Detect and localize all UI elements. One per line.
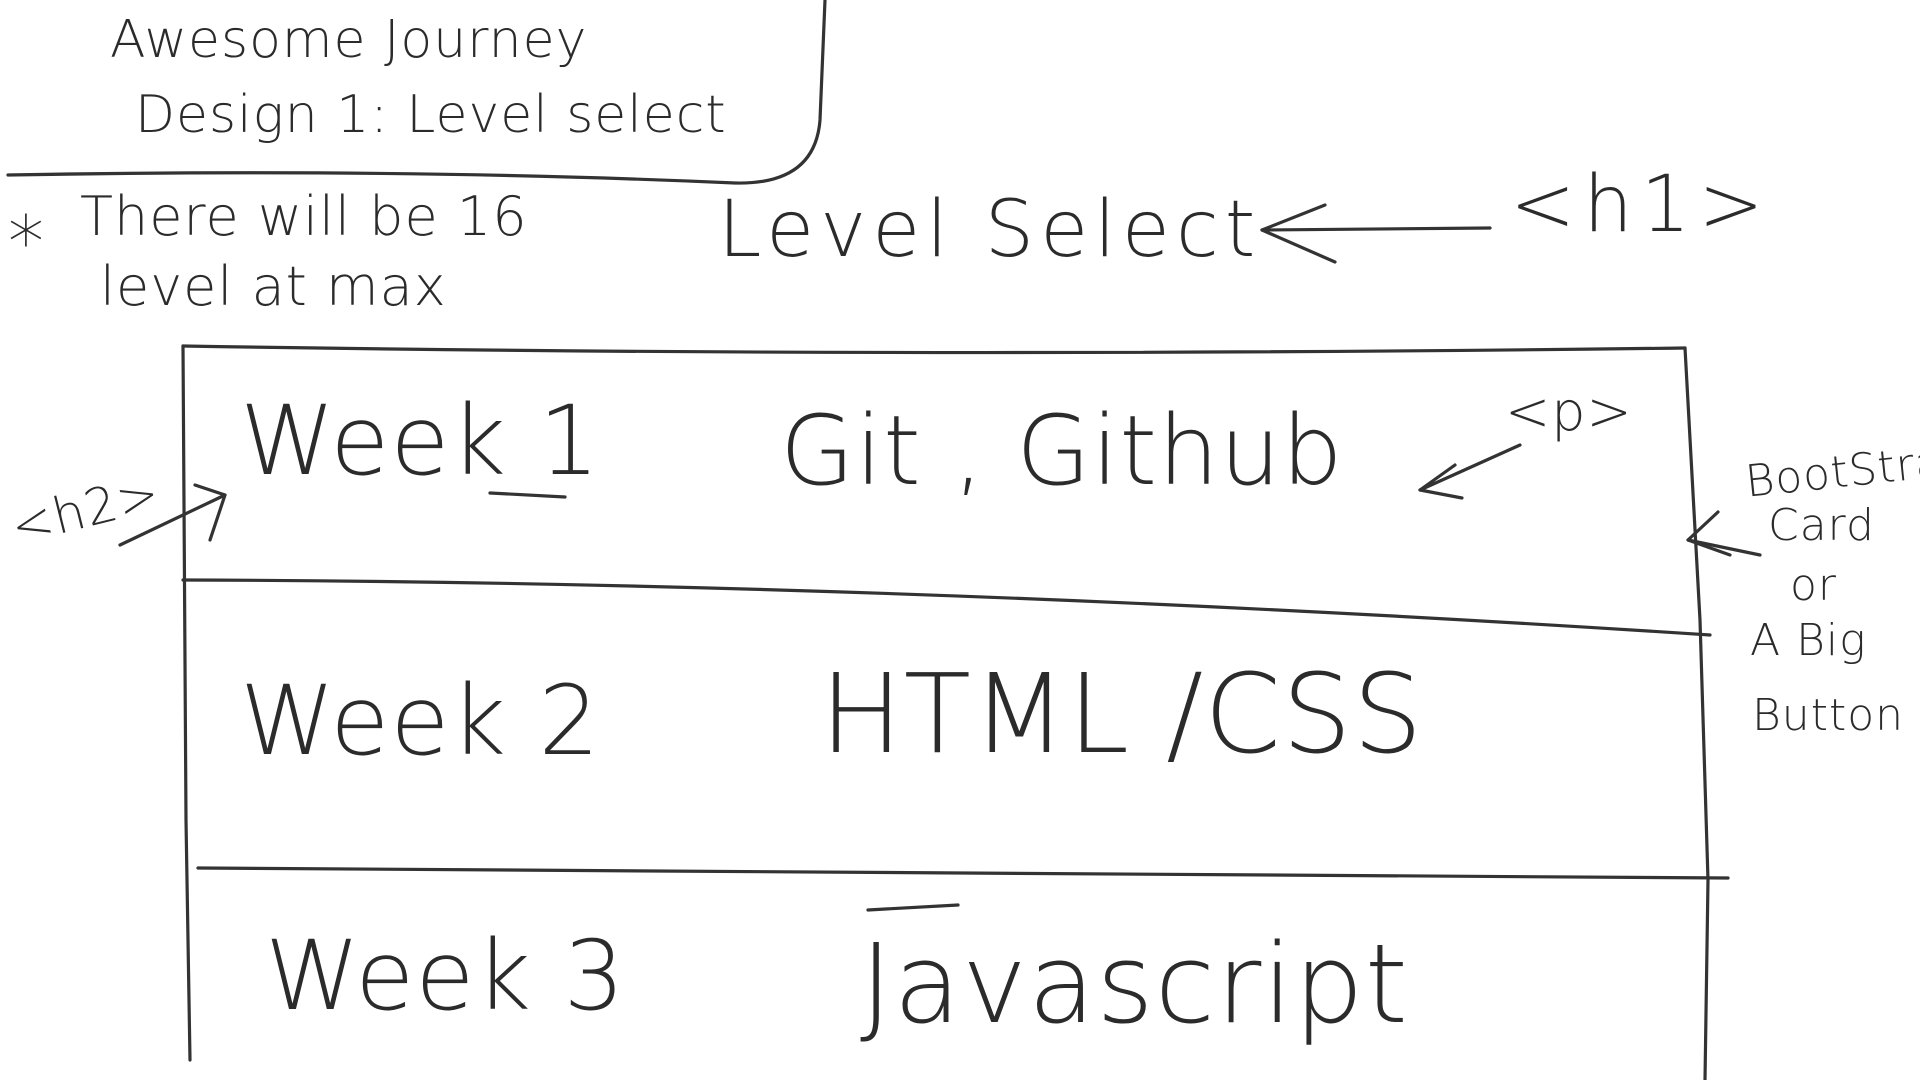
h2-arrow-head (193, 483, 227, 542)
card-left-border (181, 344, 192, 1062)
week-3-topic: Javascript (860, 920, 1409, 1048)
week-2-label: Week 2 (240, 665, 601, 777)
note-line-2: level at max (100, 255, 447, 318)
side-note-line-2: Card (1768, 500, 1875, 551)
javascript-bar (866, 903, 960, 912)
h1-tag-annotation: <h1> (1510, 160, 1772, 250)
note-asterisk: * (8, 200, 45, 284)
week-3-label: Week 3 (265, 920, 626, 1032)
h1-arrow-head (1260, 203, 1337, 264)
p-arrow-head (1418, 463, 1464, 500)
bootstrap-arrow-shaft (1686, 538, 1762, 557)
row-divider-1 (181, 578, 1712, 637)
p-arrow-shaft (1418, 443, 1522, 492)
row-divider-2 (196, 866, 1730, 880)
side-note-line-1: BootStrap (1742, 433, 1920, 508)
sketch-title: Awesome Journey (110, 10, 588, 70)
level-select-heading: Level Select (718, 185, 1262, 275)
card-top-border (181, 344, 1687, 355)
h1-arrow-shaft (1260, 226, 1492, 232)
week-1-label: Week 1 (240, 385, 601, 497)
bootstrap-arrow-head (1686, 510, 1732, 557)
side-note-line-5: Button (1752, 690, 1905, 741)
note-line-1: There will be 16 (80, 185, 528, 248)
side-note-line-4: A Big (1750, 615, 1867, 666)
h2-tag-annotation: <h2> (5, 463, 166, 557)
p-tag-annotation: <p> (1505, 380, 1633, 443)
card-right-border (1683, 346, 1710, 1080)
sketch-subtitle: Design 1: Level select (135, 85, 727, 145)
week-2-topic: HTML /CSS (820, 650, 1424, 778)
week-1-topic: Git , Github (780, 395, 1344, 507)
side-note-line-3: or (1790, 560, 1838, 611)
